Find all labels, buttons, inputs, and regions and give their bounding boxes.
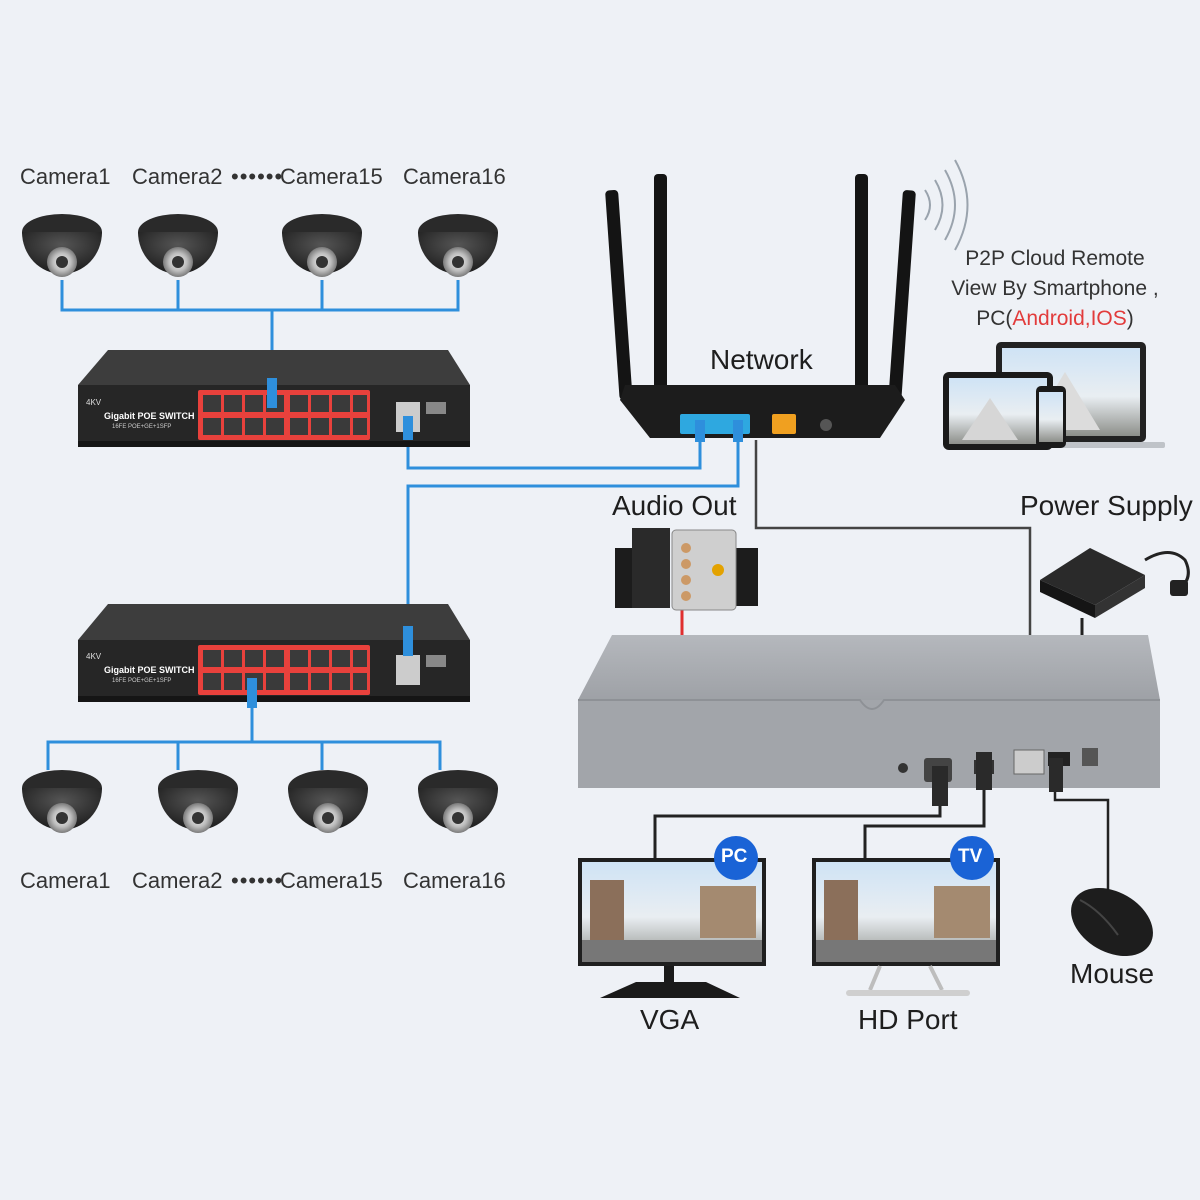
cable-vga [653, 800, 942, 858]
switch-2-title: Gigabit POE SWITCH [104, 665, 195, 675]
camera-label-bottom-16: Camera16 [403, 868, 506, 893]
power-supply-label: Power Supply [1020, 490, 1193, 521]
poe-switch-2 [78, 604, 470, 708]
vga-label: VGA [640, 1004, 700, 1035]
camera-label-top-2: Camera2 [132, 164, 223, 189]
router-body [620, 385, 905, 438]
switch-1-title: Gigabit POE SWITCH [104, 411, 195, 421]
switch-2-sfp [426, 655, 446, 667]
router-wan-port [772, 414, 796, 434]
switch-2-brand: 4KV [86, 652, 102, 661]
cable-hdmi [863, 790, 986, 858]
camera-ellipsis-bottom: •••••• [231, 868, 284, 893]
power-supply-image [1040, 548, 1190, 724]
poe-switch-1 [78, 350, 470, 447]
hd-port-label: HD Port [858, 1004, 958, 1035]
switch-2-uplink [396, 655, 420, 685]
router-power-jack [820, 419, 832, 431]
camera-label-bottom-15: Camera15 [280, 868, 383, 893]
wifi-icon [924, 159, 969, 251]
cable-mouse [1053, 790, 1110, 890]
mouse-label: Mouse [1070, 958, 1155, 989]
p2p-line-3: PC(Android,IOS) [930, 304, 1180, 334]
p2p-line-3-prefix: PC( [976, 307, 1013, 330]
camera-label-top-1: Camera1 [20, 164, 111, 189]
cable-bottom-cameras [46, 706, 442, 770]
switch-1-sfp [426, 402, 446, 414]
switch-2-subtitle: 16FE POE+GE+1SFP [112, 678, 172, 684]
cable-top-cameras [60, 280, 460, 378]
camera-label-top-15: Camera15 [280, 164, 383, 189]
cable-switch1-router [406, 432, 702, 470]
monitor-tv [812, 858, 1000, 996]
camera-ellipsis-top: •••••• [231, 164, 284, 189]
p2p-line-2: View By Smartphone , [951, 277, 1159, 300]
camera-label-bottom-1: Camera1 [20, 868, 111, 893]
nvr [578, 635, 1160, 806]
p2p-line-3-platforms: Android,IOS [1012, 307, 1127, 330]
p2p-note: P2P Cloud Remote View By Smartphone , PC… [930, 244, 1180, 334]
router-antennas [605, 174, 916, 400]
tv-badge-label: TV [958, 846, 983, 867]
p2p-line-3-suffix: ) [1126, 307, 1134, 330]
monitor-vga [578, 858, 766, 998]
camera-label-bottom-2: Camera2 [132, 868, 223, 893]
camera-label-top-16: Camera16 [403, 164, 506, 189]
audio-out-label: Audio Out [612, 490, 737, 521]
pc-badge-label: PC [721, 846, 748, 867]
p2p-line-1: P2P Cloud Remote [965, 247, 1145, 270]
mouse-image [1071, 887, 1153, 957]
router [605, 159, 969, 442]
devices-image [943, 342, 1165, 450]
cable-router-switch2 [406, 440, 740, 630]
speakers-image [615, 528, 758, 611]
switch-1-subtitle: 16FE POE+GE+1SFP [112, 424, 172, 430]
network-label: Network [710, 344, 813, 375]
switch-1-brand: 4KV [86, 398, 102, 407]
